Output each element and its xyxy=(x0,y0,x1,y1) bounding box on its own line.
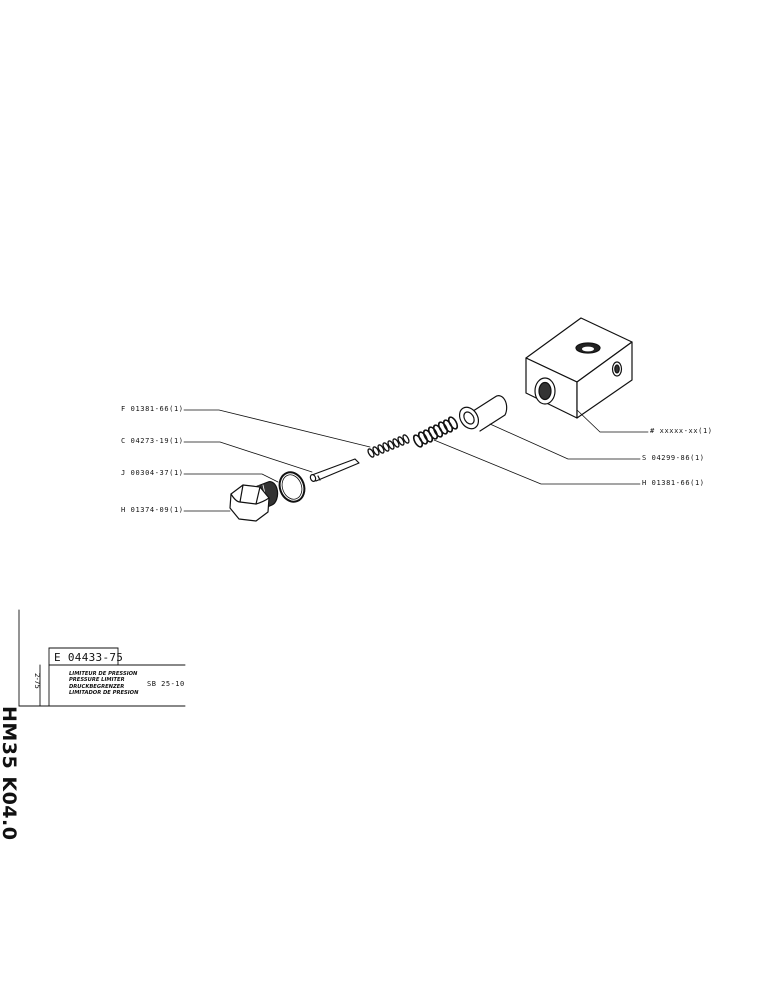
title-german: DRUCKBEGRENZER xyxy=(69,683,125,690)
o-ring xyxy=(278,471,306,503)
plug xyxy=(229,480,279,522)
side-date: 2-75 xyxy=(33,673,41,689)
spring-large xyxy=(412,416,459,448)
title-spanish: LIMITADOR DE PRESION xyxy=(69,690,139,697)
callout-o-ring: J 00304-37(1) xyxy=(121,469,184,477)
callout-sleeve: S 04299-86(1) xyxy=(642,454,705,462)
title-block-frame xyxy=(18,609,186,707)
leader-lines xyxy=(183,409,649,512)
title-english: PRESSURE LIMITER xyxy=(69,677,125,684)
valve-body-block xyxy=(525,317,633,419)
side-drawing-code: HM35 K04.0 xyxy=(0,706,20,841)
spring-small xyxy=(367,434,410,458)
callout-body-block: # xxxxx-xx(1) xyxy=(650,427,713,435)
callout-plug: H 01374-09(1) xyxy=(121,506,184,514)
callout-spring-small: F 01381-66(1) xyxy=(121,405,184,413)
document-number: E 04433-75 xyxy=(54,651,124,664)
pin xyxy=(309,458,360,482)
callout-spring-large: H 01381-66(1) xyxy=(642,479,705,487)
callout-pin: C 04273-19(1) xyxy=(121,437,184,445)
sleeve xyxy=(458,395,508,432)
multilingual-title: LIMITEUR DE PRESSION PRESSURE LIMITER DR… xyxy=(69,671,138,697)
reference-code: SB 25-10 xyxy=(147,680,185,688)
title-french: LIMITEUR DE PRESSION xyxy=(69,671,138,677)
